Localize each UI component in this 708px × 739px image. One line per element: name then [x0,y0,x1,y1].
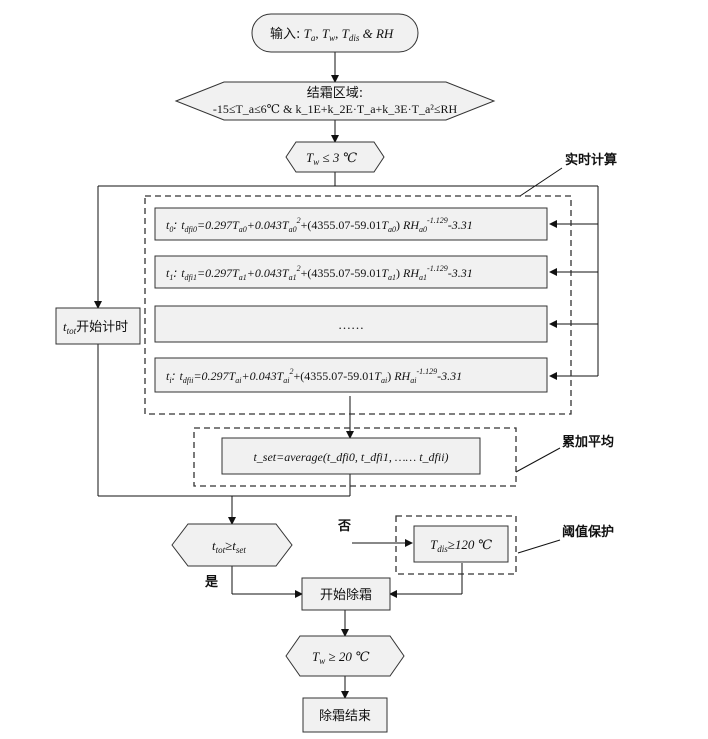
defrost-end-node: 除霜结束 [302,697,388,733]
svg-text:结霜区域:: 结霜区域: [307,86,363,101]
accumulate-group: t_set=average(t_dfi0, t_dfi1, …… t_dfii)… [193,427,614,487]
threshold-box [413,525,509,563]
timer-start-node: ttot开始计时 [55,307,141,345]
no-label: 否 [337,519,351,534]
calc-row-i [154,357,548,393]
calc-row-0 [154,207,548,241]
svg-text:Tw ≤ 3 ℃: Tw ≤ 3 ℃ [306,150,358,167]
svg-text:t0: tdfi0=0.297Ta0+0.043Ta02+: t0: tdfi0=0.297Ta0+0.043Ta02+(4355.07-59… [166,216,473,234]
realtime-calc-group: 实时计算 t0: tdfi0=0.297Ta0+0.043Ta02+(4355.… [144,152,617,415]
threshold-group: Tdis≥120 ℃ 阈值保护 [395,515,614,575]
accumulate-formula: t_set=average(t_dfi0, t_dfi1, …… t_dfii) [253,450,448,464]
frost-zone-condition: -15≤T_a≤6℃ & k_1E+k_2E·T_a+k_3E·T_a²≤RH [213,102,458,116]
svg-text:输入: Ta, Tw,: 输入: Ta, Tw, Tdis & RH [270,26,394,44]
threshold-label: 阈值保护 [562,524,614,540]
start-defrost-node: 开始除霜 [301,577,391,611]
tw-check-node: Tw ≤ 3 ℃ [285,141,385,173]
realtime-calc-label: 实时计算 [565,152,617,168]
tot-check-node: ttot≥tset [171,523,293,567]
frost-zone-node: 结霜区域: -15≤T_a≤6℃ & k_1E+k_2E·T_a+k_3E·T_… [174,81,496,121]
svg-text:除霜结束: 除霜结束 [319,709,371,724]
tw-end-check-node: Tw ≥ 20 ℃ [285,635,405,677]
connectors [94,52,599,699]
svg-text:Tdis≥120 ℃: Tdis≥120 ℃ [430,537,493,554]
yes-label: 是 [204,575,219,590]
svg-text:ttot≥tset: ttot≥tset [212,538,246,555]
accumulate-label: 累加平均 [562,434,614,450]
calc-row-1 [154,255,548,289]
input-node: 输入: Ta, Tw, Tdis & RH [251,13,419,53]
svg-text:……: …… [338,317,364,332]
svg-text:Tw ≥ 20 ℃: Tw ≥ 20 ℃ [312,649,370,666]
svg-text:ttot开始计时: ttot开始计时 [63,319,128,336]
calc-row-ellipsis [154,305,548,343]
accumulate-box [221,437,481,475]
svg-text:t1: tdfi1=0.297Ta1+0.043Ta12+: t1: tdfi1=0.297Ta1+0.043Ta12+(4355.07-59… [166,264,473,282]
svg-text:开始除霜: 开始除霜 [320,588,372,603]
